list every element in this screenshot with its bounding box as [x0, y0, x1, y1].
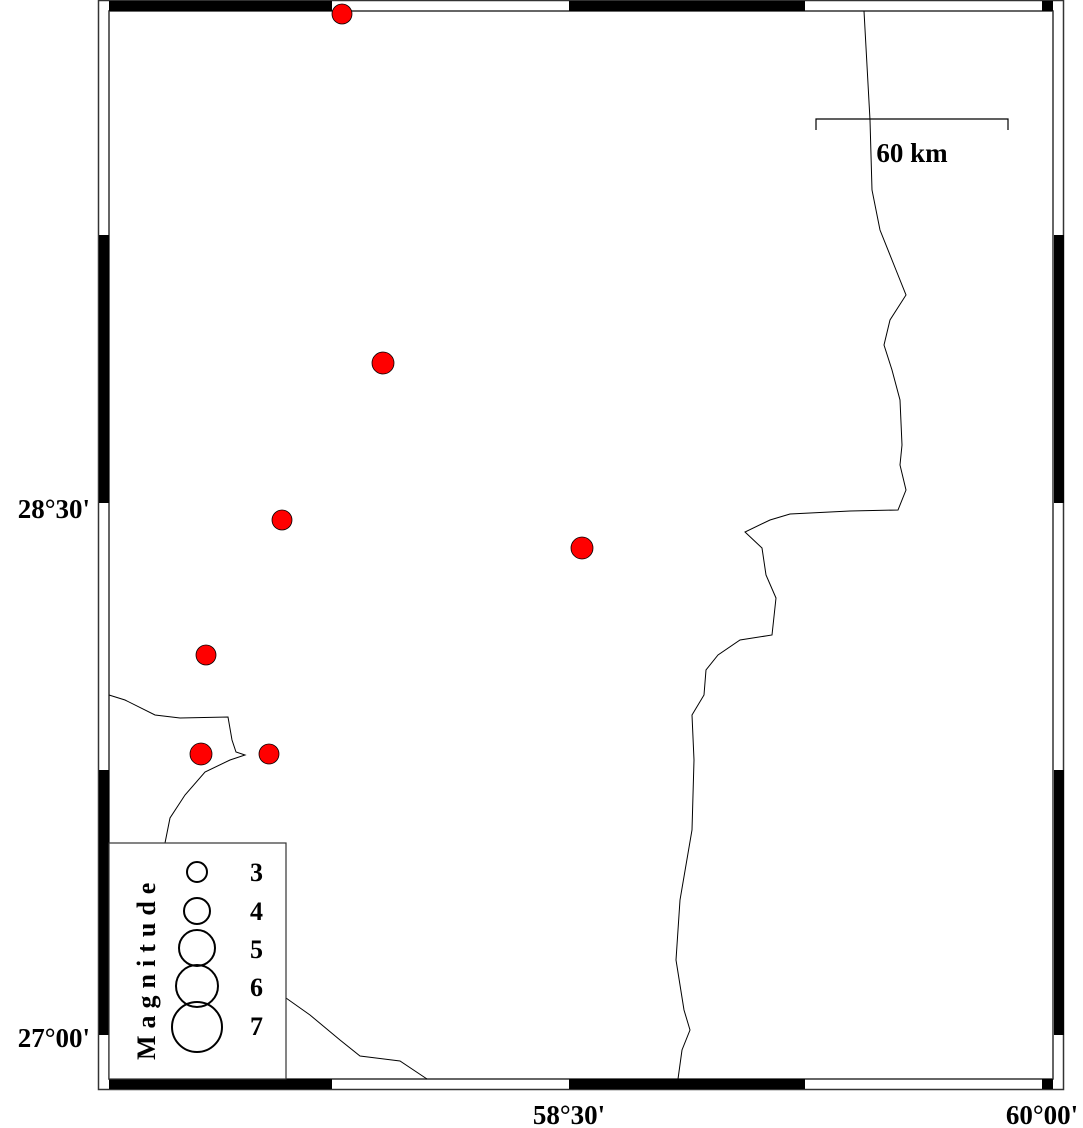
legend-title: Magnitude — [132, 876, 161, 1060]
legend-circle-4 — [183, 897, 211, 925]
earthquake-marker — [331, 3, 353, 25]
coastline-south — [285, 997, 428, 1080]
legend-circle-6 — [175, 964, 219, 1008]
lat-label-27-00: 27°00' — [18, 1023, 90, 1053]
earthquake-marker — [371, 351, 395, 375]
magnitude-legend: Magnitude 3 4 5 6 7 — [108, 842, 287, 1080]
coastline-west — [108, 694, 247, 844]
legend-circle-3 — [186, 861, 208, 883]
lon-label-60-00: 60°00' — [1006, 1100, 1078, 1128]
lat-label-28-30: 28°30' — [18, 494, 90, 524]
legend-label: 3 — [250, 858, 263, 887]
legend-label: 6 — [250, 973, 263, 1002]
lon-label-58-30: 58°30' — [533, 1100, 605, 1128]
legend-label: 4 — [250, 897, 263, 926]
earthquake-events — [189, 3, 594, 766]
earthquake-marker — [258, 743, 280, 765]
earthquake-marker — [189, 742, 213, 766]
scale-bar: 60 km — [815, 118, 1009, 168]
legend-label: 5 — [250, 935, 263, 964]
scale-bar-label: 60 km — [876, 138, 948, 168]
legend-label: 7 — [250, 1012, 263, 1041]
legend-circle-7 — [171, 1001, 223, 1053]
earthquake-marker — [271, 509, 293, 531]
earthquake-marker — [195, 644, 217, 666]
earthquake-marker — [570, 536, 594, 560]
border-line-east — [675, 10, 907, 1080]
